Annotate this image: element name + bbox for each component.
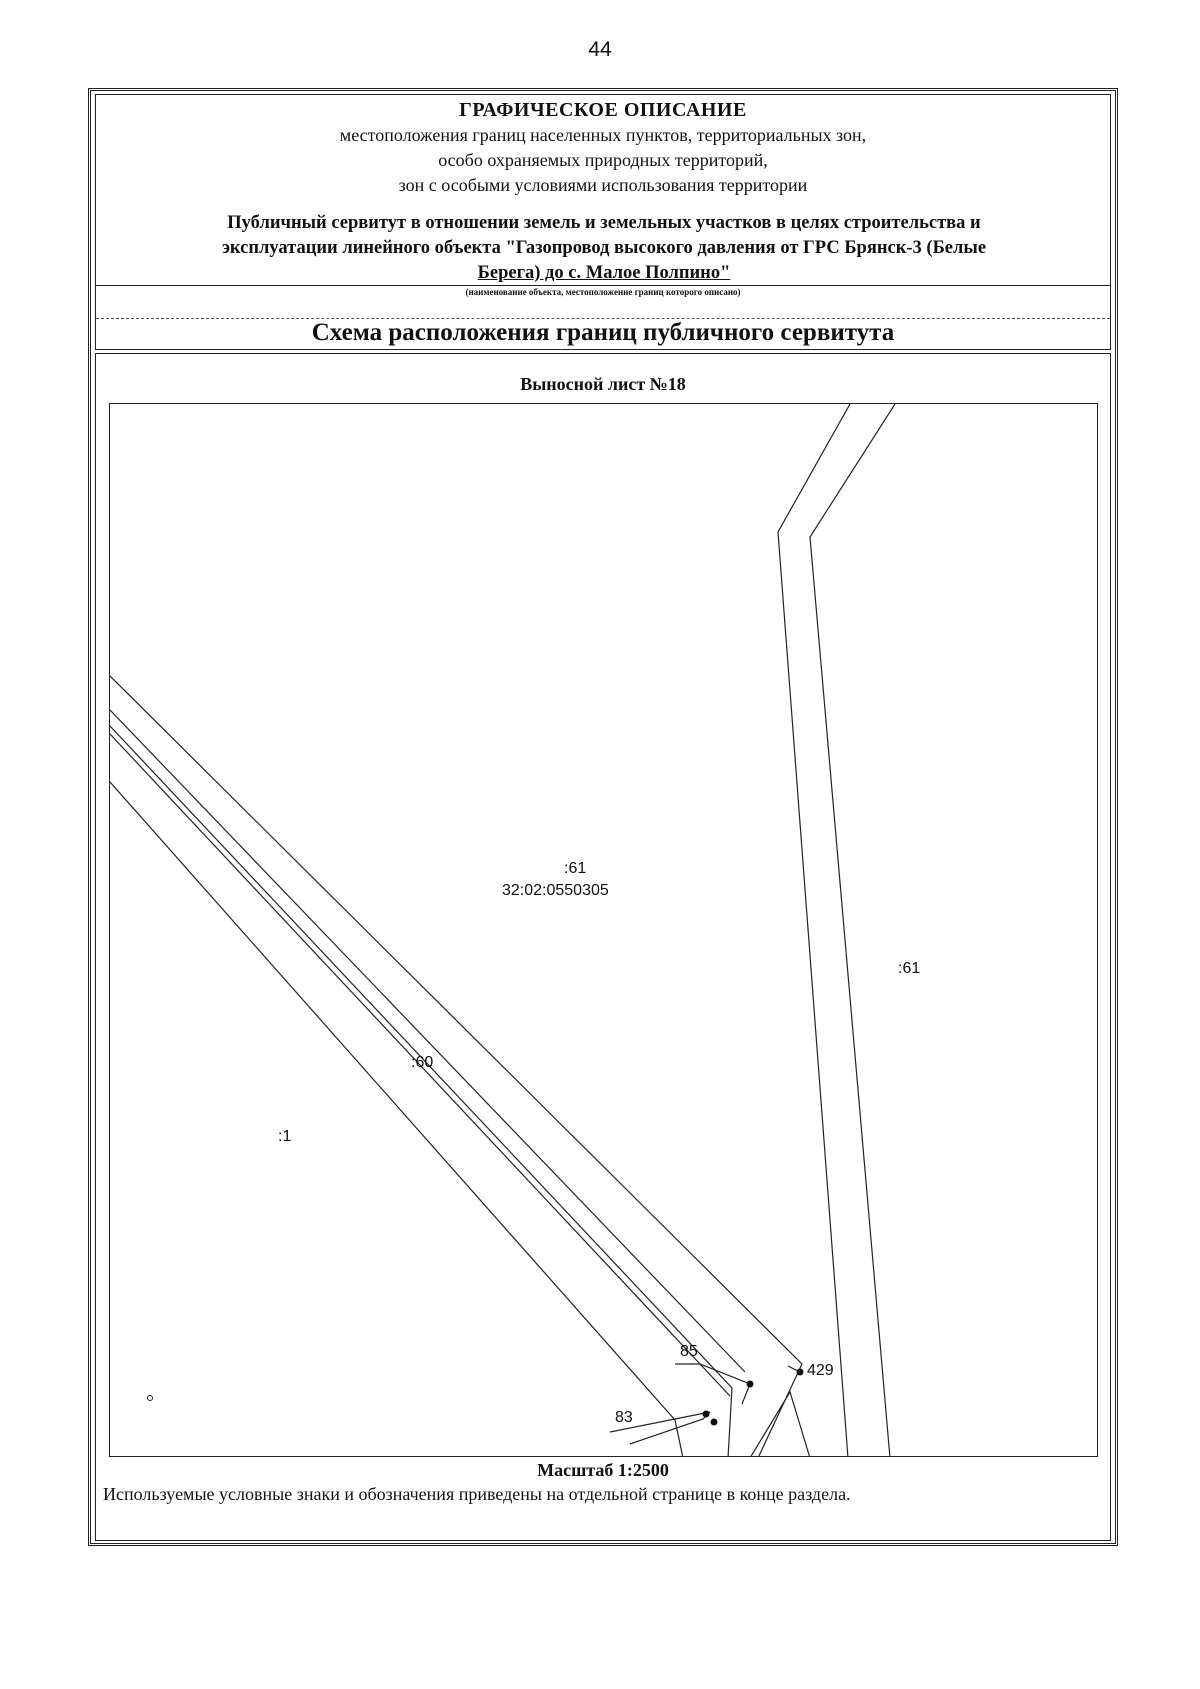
point-label-83: 83 xyxy=(615,1409,633,1426)
header-line-1: местоположения границ населенных пунктов… xyxy=(339,125,867,145)
header-section: ГРАФИЧЕСКОЕ ОПИСАНИЕ местоположения гран… xyxy=(95,94,1111,350)
point-marker-83a xyxy=(702,1410,710,1418)
legend-note: Используемые условные знаки и обозначени… xyxy=(103,1484,851,1504)
document-title: ГРАФИЧЕСКОЕ ОПИСАНИЕ xyxy=(459,99,747,121)
small-circle-mark xyxy=(147,1395,153,1401)
map-frame: :61 32:02:0550305 :61 :60 :1 85 429 83 xyxy=(109,403,1098,1457)
parcel-label-61-right: :61 xyxy=(898,960,921,977)
leader-85 xyxy=(675,1363,751,1405)
corridor-line-2 xyxy=(110,709,746,1373)
document-frame: ГРАФИЧЕСКОЕ ОПИСАНИЕ местоположения гран… xyxy=(88,88,1118,1546)
cadastral-block-label: 32:02:0550305 xyxy=(502,882,609,899)
header-line-2: особо охраняемых природных территорий, xyxy=(438,150,768,170)
point-label-429: 429 xyxy=(807,1362,834,1379)
servitude-boundary xyxy=(750,1390,811,1456)
corridor-line-5 xyxy=(110,781,684,1456)
point-marker-83b xyxy=(710,1418,718,1426)
divider xyxy=(96,285,1110,286)
road-boundary-left xyxy=(777,404,851,1456)
map-scale: Масштаб 1:2500 xyxy=(537,1460,669,1480)
parcel-label-60: :60 xyxy=(411,1054,434,1071)
scheme-title: Схема расположения границ публичного сер… xyxy=(311,319,895,346)
parcel-label-1: :1 xyxy=(278,1128,292,1145)
divider-dashed xyxy=(96,318,1110,319)
point-label-85: 85 xyxy=(680,1343,698,1360)
corridor-line-3 xyxy=(110,725,733,1456)
map-section: Выносной лист №18 xyxy=(95,353,1111,1541)
point-marker-85 xyxy=(746,1380,754,1388)
object-line-1: Публичный сервитут в отношении земель и … xyxy=(227,213,981,233)
corridor-line-4 xyxy=(110,733,731,1397)
object-line-2: эксплуатации линейного объекта "Газопров… xyxy=(221,238,987,258)
object-caption: (наименование объекта, местоположение гр… xyxy=(465,287,741,297)
road-boundary-right xyxy=(809,404,896,1456)
header-line-3: зон с особыми условиями использования те… xyxy=(398,175,808,195)
object-line-3: Берега) до с. Малое Полпино" xyxy=(477,263,731,283)
map-drawing xyxy=(110,404,896,1456)
page-number: 44 xyxy=(588,38,612,61)
point-marker-429 xyxy=(796,1368,804,1376)
parcel-label-61-center: :61 xyxy=(564,860,587,877)
object-name: Публичный сервитут в отношении земель и … xyxy=(136,211,1072,286)
sheet-title: Выносной лист №18 xyxy=(520,374,686,394)
corridor-line-1 xyxy=(110,675,803,1456)
